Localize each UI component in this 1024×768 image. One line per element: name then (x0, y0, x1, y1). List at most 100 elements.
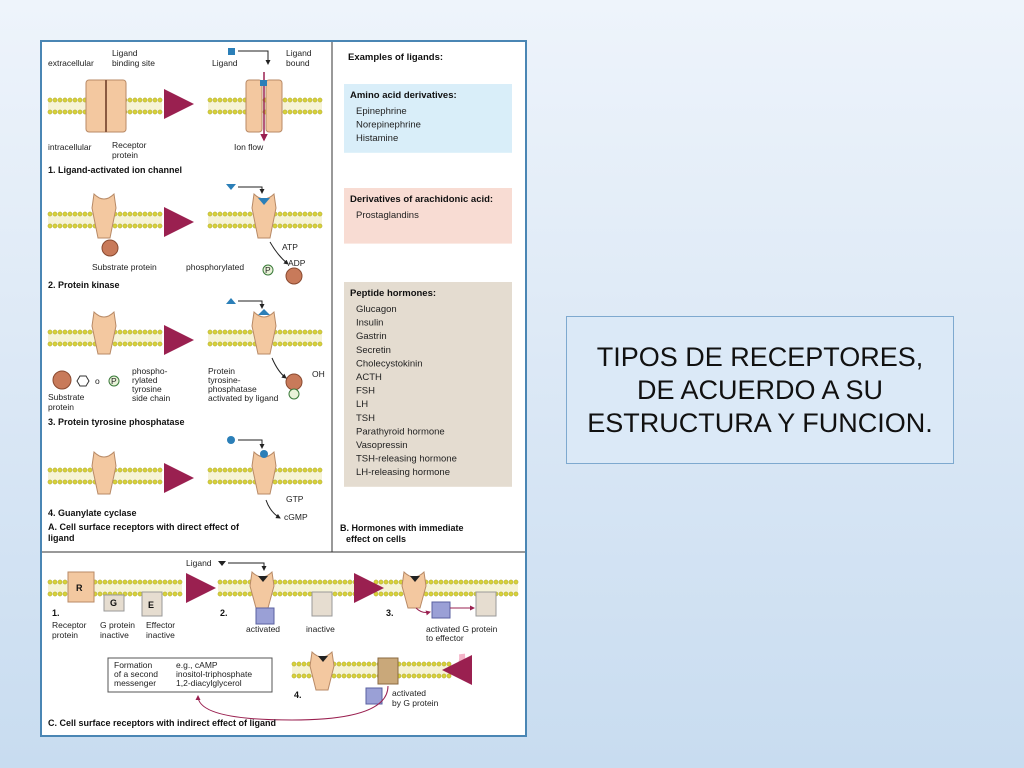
ligand-triangle-up-icon (226, 298, 236, 304)
ligand-box-1 (344, 84, 512, 153)
ligand-item: LH-releasing hormone (356, 467, 450, 478)
lbl-bound-1: Ligand (286, 48, 312, 58)
ligand-square-icon (228, 48, 235, 55)
ligand-box-title: Derivatives of arachidonic acid: (350, 194, 493, 205)
lbl-p-kinase: P (265, 265, 271, 275)
lbl-activated-g-2: by G protein (392, 698, 439, 708)
lbl-substrate-3-1: Substrate (48, 392, 85, 402)
lbl-side-3: tyrosine (132, 384, 162, 394)
lbl-ligand: Ligand (212, 58, 238, 68)
phosphatase-receptor-inactive (91, 310, 117, 355)
lbl-formation-2: of a second (114, 669, 158, 679)
ligand-item: Glucagon (356, 304, 397, 315)
lbl-example-1: e.g., cAMP (176, 660, 218, 670)
receptor-diagram: extracellular Ligand binding site Ligand… (42, 42, 525, 728)
membrane-9 (47, 579, 183, 597)
ligand-c-icon (218, 561, 226, 566)
receptor-figure: extracellular Ligand binding site Ligand… (40, 40, 527, 737)
lbl-side-1: phospho- (132, 366, 168, 376)
ligand-item: Gastrin (356, 331, 387, 342)
caption-phosphatase: 3. Protein tyrosine phosphatase (48, 417, 185, 427)
ion-channel-inactive (85, 79, 127, 133)
ligand-item: TSH-releasing hormone (356, 454, 457, 465)
footer-a-1: A. Cell surface receptors with direct ef… (48, 522, 240, 532)
lbl-effector-1: Effector (146, 620, 175, 630)
ligand-item: Histamine (356, 133, 398, 144)
step2-proteins (249, 570, 333, 625)
step4-proteins (309, 650, 399, 705)
ligand-item: Parathyroid hormone (356, 426, 445, 437)
membrane-2 (207, 97, 323, 115)
lbl-receptor-1: Receptor (112, 140, 147, 150)
lbl-activated: activated (246, 624, 280, 634)
lbl-step2: 2. (220, 608, 228, 618)
step3-proteins (401, 570, 497, 619)
ligand-circle-icon (227, 436, 235, 444)
footer-b-1: B. Hormones with immediate (340, 523, 464, 533)
lbl-to-effector-2: to effector (426, 633, 464, 643)
lbl-formation-1: Formation (114, 660, 153, 670)
lbl-inactive: inactive (306, 624, 335, 634)
lbl-formation-3: messenger (114, 678, 156, 688)
membrane-10 (217, 579, 358, 597)
lbl-substrate-3-2: protein (48, 402, 74, 412)
lbl-binding-2: binding site (112, 58, 155, 68)
lbl-receptor-c-2: protein (52, 630, 78, 640)
caption-guanylate: 4. Guanylate cyclase (48, 508, 137, 518)
lbl-step4: 4. (294, 690, 302, 700)
ligand-box-2 (344, 188, 512, 244)
lbl-atp: ATP (282, 242, 298, 252)
ligand-box-3 (344, 282, 512, 487)
lbl-p-phosphatase: P (111, 376, 117, 386)
lbl-adp: ADP (288, 258, 306, 268)
ligand-item: Secretin (356, 345, 391, 356)
lbl-gtp: GTP (286, 494, 304, 504)
caption-ion-channel: 1. Ligand-activated ion channel (48, 165, 182, 175)
lbl-example-2: inositol-triphosphate (176, 669, 252, 679)
ligand-box-title: Peptide hormones: (350, 288, 436, 299)
ligand-item: Prostaglandins (356, 210, 419, 221)
lbl-effector-2: inactive (146, 630, 175, 640)
lbl-oh: OH (312, 369, 325, 379)
phosphate-icon (262, 264, 274, 276)
lbl-enzyme-2: tyrosine- (208, 375, 241, 385)
lbl-extracellular: extracellular (48, 58, 94, 68)
slide-title: TIPOS DE RECEPTORES, DE ACUERDO A SU EST… (587, 341, 933, 438)
footer-b-2: effect on cells (346, 534, 406, 544)
ligand-item: ACTH (356, 372, 382, 383)
lbl-step1: 1. (52, 608, 60, 618)
lbl-enzyme-1: Protein (208, 366, 235, 376)
lbl-intracellular: intracellular (48, 142, 92, 152)
lbl-r: R (76, 583, 83, 593)
lbl-step3: 3. (386, 608, 394, 618)
lbl-bound-2: bound (286, 58, 310, 68)
lbl-ligand-c: Ligand (186, 558, 212, 568)
caption-protein-kinase: 2. Protein kinase (48, 280, 120, 290)
phosphatase-receptor-active (251, 309, 277, 355)
lbl-to-effector-1: activated G protein (426, 624, 498, 634)
kinase-receptor-inactive (91, 192, 119, 257)
lbl-activated-g-1: activated (392, 688, 426, 698)
transition-arrow-c3 (442, 653, 473, 685)
ligand-item: TSH (356, 413, 375, 424)
ligand-item: Insulin (356, 318, 383, 329)
ion-channel-active (245, 72, 283, 142)
lbl-plus: o (95, 376, 100, 386)
lbl-ion-flow: Ion flow (234, 142, 264, 152)
ligand-boxes: Amino acid derivatives:EpinephrineNorepi… (344, 84, 512, 487)
guanylate-receptor-inactive (91, 450, 117, 495)
ligand-item: Cholecystokinin (356, 358, 423, 369)
ligand-item: Norepinephrine (356, 120, 421, 131)
step1-proteins (67, 571, 163, 617)
guanylate-receptor-active (251, 450, 277, 495)
substrate-circle-3-icon (52, 370, 72, 390)
lbl-enzyme-4: activated by ligand (208, 393, 279, 403)
lbl-g-inactive-1: G protein (100, 620, 135, 630)
lbl-substrate: Substrate protein (92, 262, 157, 272)
lbl-g: G (110, 598, 117, 608)
ligand-box-title: Amino acid derivatives: (350, 90, 457, 101)
tyrosine-ring-icon (76, 375, 90, 387)
lbl-side-4: side chain (132, 393, 171, 403)
lbl-cgmp: cGMP (284, 512, 308, 522)
lbl-g-inactive-2: inactive (100, 630, 129, 640)
